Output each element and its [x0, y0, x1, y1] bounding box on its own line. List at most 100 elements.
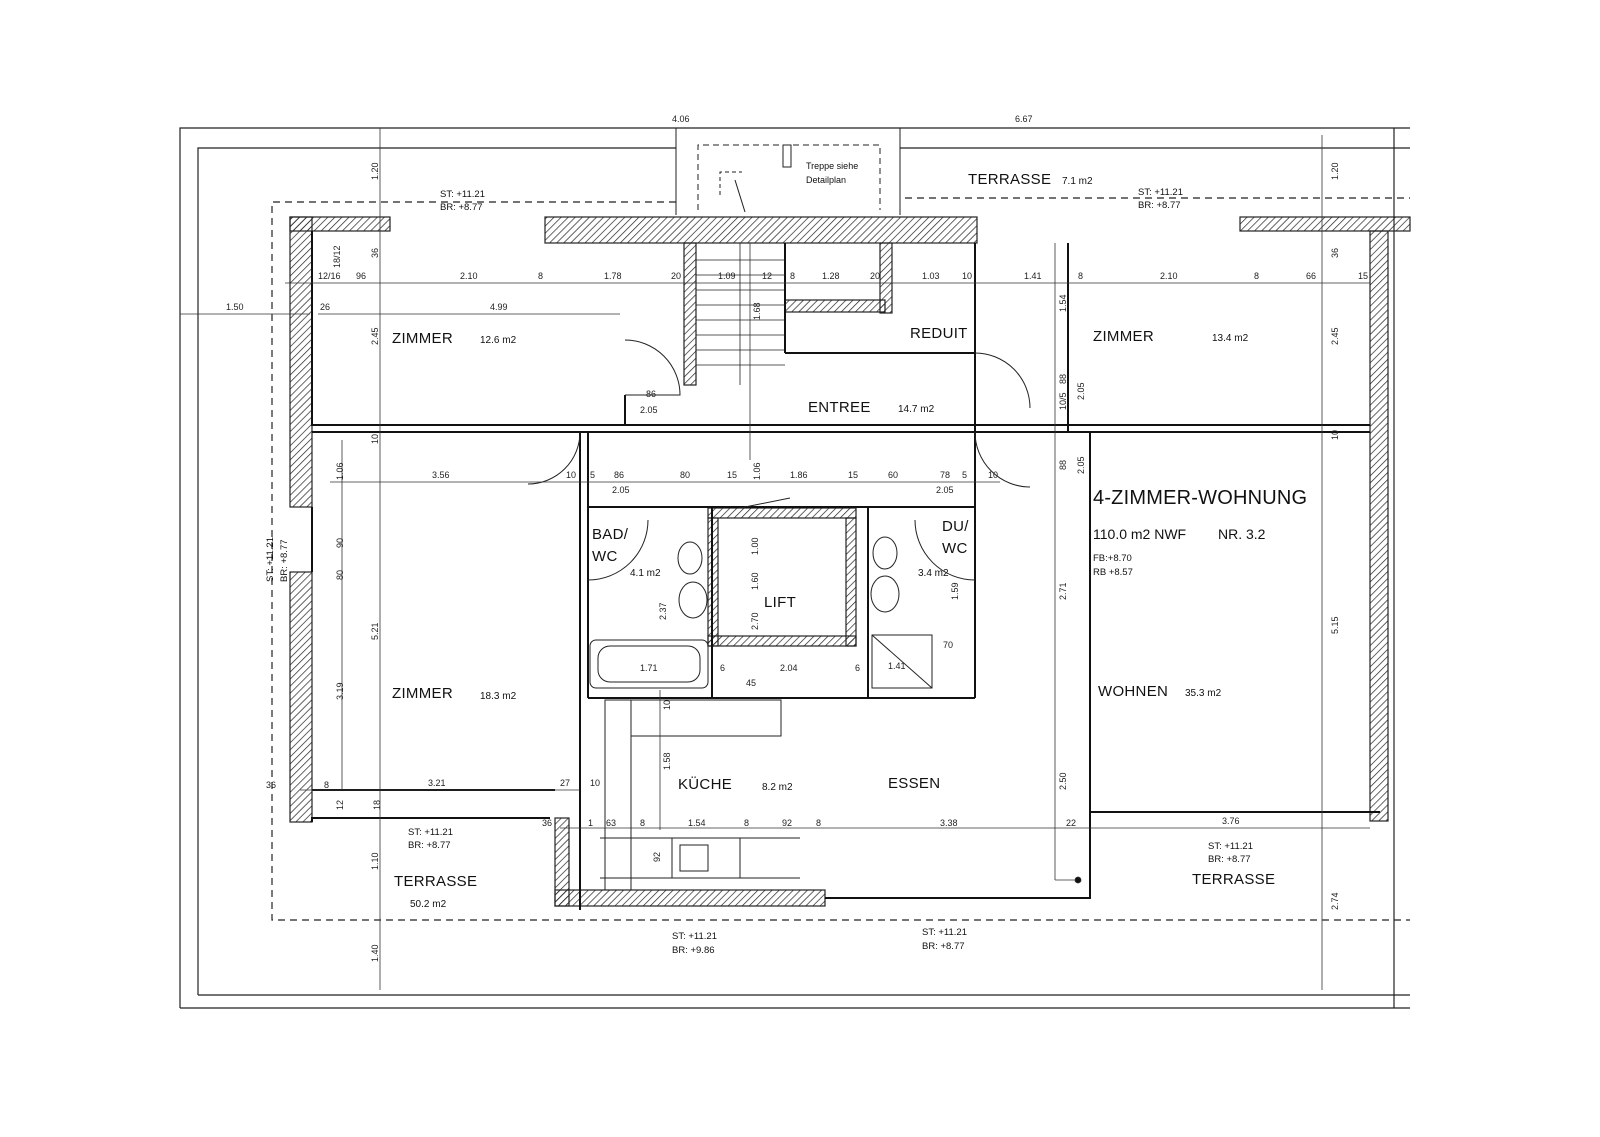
room-label-du: DU/ — [942, 518, 969, 535]
dimension-label: 8 — [790, 271, 796, 281]
dimension-label: 3.21 — [428, 778, 446, 788]
level-br: BR: +8.77 — [1208, 854, 1251, 865]
dimension-label: 1.71 — [640, 663, 658, 673]
dimension-label: 86 — [614, 470, 625, 480]
dimension-label: 1.06 — [752, 462, 762, 480]
dimension-label: 10 — [590, 778, 601, 788]
apartment-area: 110.0 m2 NWF — [1093, 526, 1187, 542]
dimension-label: 3.38 — [940, 818, 958, 828]
dimension-label: 92 — [652, 851, 662, 862]
dimension-label: 3.56 — [432, 470, 450, 480]
room-label-wc: WC — [592, 548, 618, 565]
dimension-label: 80 — [335, 569, 345, 580]
dimension-label: 2.05 — [640, 405, 658, 415]
room-label-terrasse: TERRASSE — [394, 873, 478, 890]
room-area-terrace-top: 7.1 m2 — [1062, 176, 1093, 187]
room-label-reduit: REDUIT — [910, 325, 968, 342]
level-st: ST: +11.21 — [922, 927, 967, 938]
room-area-kueche: 8.2 m2 — [762, 782, 793, 793]
dimension-label: 18 — [372, 799, 382, 810]
dimension-label: 1.06 — [335, 462, 345, 480]
room-label-wc: WC — [942, 540, 968, 557]
apartment-title: 4-ZIMMER-WOHNUNG — [1093, 487, 1308, 509]
dimension-label: 1 — [588, 818, 594, 828]
level-st: ST: +11.21 — [440, 189, 485, 200]
level-st: ST: +11.21 — [1138, 187, 1183, 198]
walls-hatched — [289, 216, 1411, 907]
dimension-label: 1.54 — [688, 818, 706, 828]
dimension-label: 2.71 — [1058, 582, 1068, 600]
dimension-label: 1.41 — [888, 661, 906, 671]
dimension-lines — [180, 128, 1370, 990]
dimension-label: 2.70 — [750, 612, 760, 630]
room-label-zimmer: ZIMMER — [1093, 328, 1154, 345]
dimension-label: 86 — [646, 389, 657, 399]
level-br: BR: +8.77 — [279, 539, 290, 582]
dimension-label: 10 — [566, 470, 577, 480]
dimension-label: 1.68 — [752, 302, 762, 320]
dimension-label: 5 — [590, 470, 596, 480]
dimension-label: 36 — [370, 247, 380, 258]
dimension-label: 1.50 — [226, 302, 244, 312]
apartment-number: NR. 3.2 — [1218, 526, 1266, 542]
dimension-label: 18/12 — [332, 245, 342, 268]
room-label-zimmer: ZIMMER — [392, 330, 453, 347]
dimension-label: 8 — [744, 818, 750, 828]
dimension-label: 4.06 — [672, 114, 690, 124]
dimension-label: 88 — [1058, 373, 1068, 384]
dimension-label: 15 — [1358, 271, 1369, 281]
dimension-label: 1.09 — [718, 271, 736, 281]
outer-boundary — [179, 127, 1410, 1009]
room-label-zimmer: ZIMMER — [392, 685, 453, 702]
room-area-entree: 14.7 m2 — [898, 404, 935, 415]
dimension-label: 8 — [1254, 271, 1260, 281]
dimension-label: 70 — [943, 640, 954, 650]
room-area-terrasse: 50.2 m2 — [410, 899, 447, 910]
room-area-zimmer: 12.6 m2 — [480, 335, 517, 346]
dimension-label: 5.15 — [1330, 616, 1340, 634]
dimension-label: 80 — [680, 470, 691, 480]
room-area-wohnen: 35.3 m2 — [1185, 688, 1222, 699]
room-label-entree: ENTREE — [808, 399, 871, 416]
room-label-essen: ESSEN — [888, 775, 941, 792]
dimension-label: 2.05 — [936, 485, 954, 495]
dimension-label: 36 — [542, 818, 553, 828]
room-label-terrace-top: TERRASSE — [968, 171, 1052, 188]
dimension-label: 2.05 — [1076, 382, 1086, 400]
dimension-label: 4.99 — [490, 302, 508, 312]
dimension-label: 36 — [1330, 247, 1340, 258]
room-area-du: 3.4 m2 — [918, 568, 949, 579]
dimension-label: 8 — [640, 818, 646, 828]
room-label-wohnen: WOHNEN — [1098, 683, 1169, 700]
dimension-label: 1.60 — [750, 572, 760, 590]
dimension-label: 1.78 — [604, 271, 622, 281]
dimension-label: 15 — [848, 470, 859, 480]
room-area-zimmer: 13.4 m2 — [1212, 333, 1249, 344]
roof-outline-dashed — [271, 197, 1410, 921]
dimension-label: 12 — [335, 799, 345, 810]
dimension-label: 3.19 — [335, 682, 345, 700]
stair-detail — [675, 128, 901, 215]
level-br: BR: +8.77 — [408, 840, 451, 851]
dimension-label: 6.67 — [1015, 114, 1033, 124]
dimension-label: 1.58 — [662, 752, 672, 770]
dimension-label: 6 — [720, 663, 726, 673]
dimension-label: 12/16 — [318, 271, 341, 281]
dimension-label: 96 — [356, 271, 367, 281]
dimension-label: 2.10 — [1160, 271, 1178, 281]
door-swings — [527, 339, 1031, 581]
dimension-label: 60 — [888, 470, 899, 480]
dimension-label: 10/5 — [1058, 392, 1068, 410]
room-label-bad: BAD/ — [592, 526, 629, 543]
dimension-label: 10 — [962, 271, 973, 281]
dimension-label: 66 — [1306, 271, 1317, 281]
dimension-label: 26 — [320, 302, 331, 312]
dimension-label: 2.50 — [1058, 772, 1068, 790]
dimension-label: 1.28 — [822, 271, 840, 281]
dimension-label: 1.54 — [1058, 294, 1068, 312]
dimension-label: 78 — [940, 470, 951, 480]
dimension-label: 20 — [671, 271, 682, 281]
dimension-label: 1.03 — [922, 271, 940, 281]
dimension-label: 8 — [816, 818, 822, 828]
